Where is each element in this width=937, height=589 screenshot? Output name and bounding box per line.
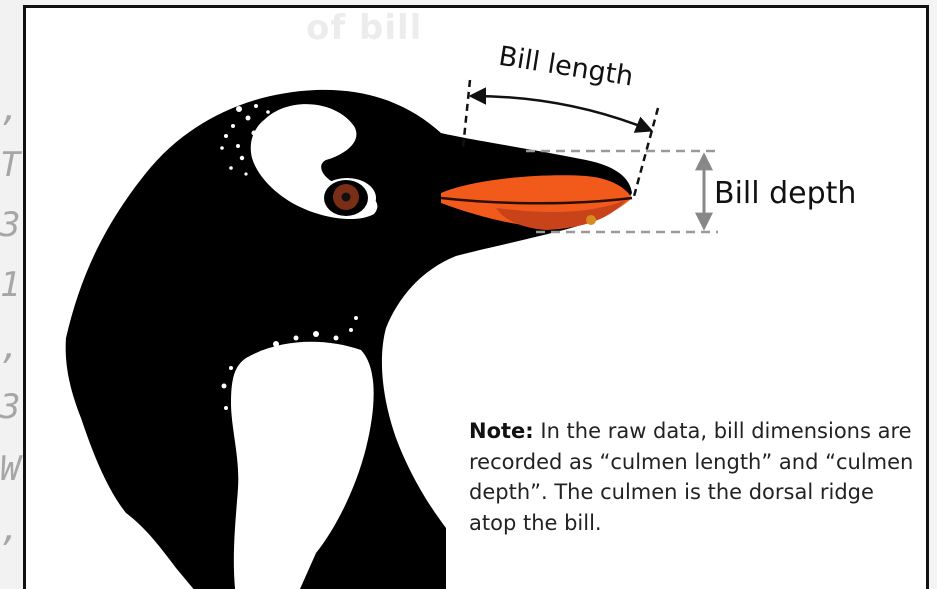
strip-char: 3: [0, 208, 20, 242]
bill-length-guide-right: [633, 108, 658, 200]
bill-depth-label: Bill depth: [714, 176, 856, 211]
note-label: Note:: [469, 419, 534, 443]
strip-char: W: [0, 452, 20, 486]
bill-length-label: Bill length: [497, 41, 636, 93]
strip-char: ,: [0, 92, 20, 126]
note-paragraph: Note: In the raw data, bill dimensions a…: [469, 416, 919, 538]
strip-char: 3: [0, 390, 20, 424]
strip-char: T: [0, 148, 20, 182]
figure-frame: of bill: [23, 5, 929, 589]
penguin-eye: [318, 178, 376, 218]
bill-length-arrow: [472, 96, 650, 130]
note-text: In the raw data, bill dimensions are rec…: [469, 419, 913, 535]
strip-char: ,: [0, 512, 20, 546]
strip-char: ,: [0, 330, 20, 364]
strip-char: 1: [0, 268, 20, 302]
